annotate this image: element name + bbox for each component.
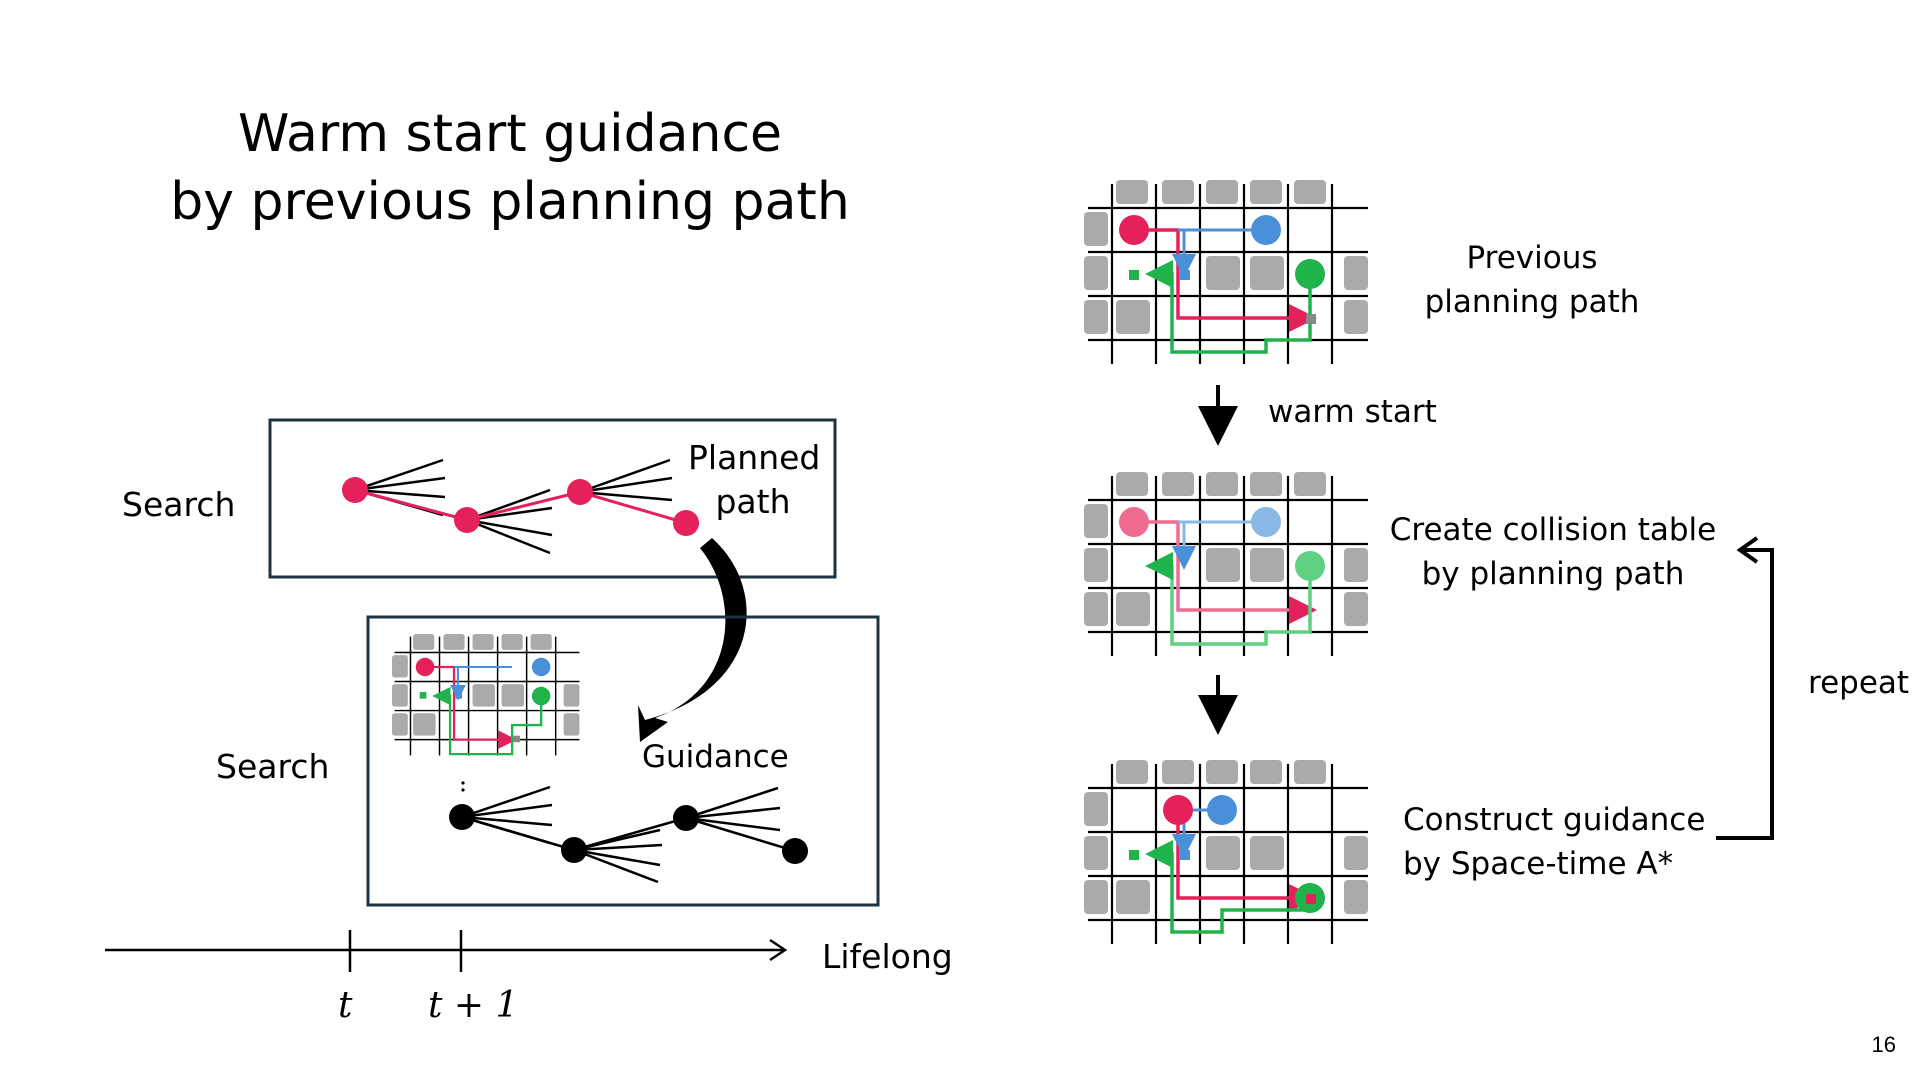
planned-path-line-2: path bbox=[715, 482, 791, 521]
step3-line-2: by Space-time A* bbox=[1403, 846, 1674, 882]
tick-label-t1: t + 1 bbox=[428, 985, 519, 1026]
step1-label: Previous planning path bbox=[1402, 236, 1662, 324]
timeline-axis bbox=[105, 930, 788, 972]
step1-line-1: Previous bbox=[1466, 240, 1598, 276]
guidance-grid-small bbox=[391, 633, 581, 757]
search-tree-bottom bbox=[449, 785, 808, 884]
tree-node bbox=[567, 479, 593, 505]
grid-map-collision bbox=[1082, 470, 1370, 658]
guidance-label: Guidance bbox=[642, 739, 789, 775]
slide-title: Warm start guidance by previous planning… bbox=[150, 100, 870, 236]
repeat-label: repeat bbox=[1808, 665, 1910, 701]
tree-node bbox=[342, 477, 368, 503]
planned-path-line-1: Planned bbox=[688, 438, 821, 477]
search-label-top: Search bbox=[122, 485, 236, 524]
grid-map-guidance bbox=[1082, 758, 1370, 946]
warm-start-label: warm start bbox=[1268, 394, 1437, 430]
search-tree-top bbox=[342, 458, 699, 555]
step1-line-2: planning path bbox=[1424, 284, 1640, 320]
step2-line-1: Create collision table bbox=[1389, 512, 1717, 548]
search-box-top bbox=[268, 418, 837, 579]
step2-line-2: by planning path bbox=[1421, 556, 1685, 592]
title-line-1: Warm start guidance bbox=[237, 104, 783, 164]
search-label-bottom: Search bbox=[216, 747, 330, 786]
step3-line-1: Construct guidance bbox=[1403, 802, 1706, 838]
search-box-bottom bbox=[366, 615, 880, 907]
grid-map-previous bbox=[1082, 178, 1370, 366]
repeat-loop-arrow bbox=[1716, 536, 1774, 840]
title-line-2: by previous planning path bbox=[170, 172, 850, 232]
curved-arrow bbox=[638, 538, 747, 742]
planned-path-label: Planned path bbox=[688, 436, 821, 524]
tree-node bbox=[673, 510, 699, 536]
step3-label: Construct guidance by Space-time A* bbox=[1403, 798, 1705, 886]
timeline-label: Lifelong bbox=[822, 937, 953, 976]
page-number: 16 bbox=[1871, 1032, 1896, 1057]
tree-node bbox=[454, 507, 480, 533]
step2-label: Create collision table by planning path bbox=[1388, 508, 1718, 596]
tick-label-t: t bbox=[338, 985, 353, 1026]
